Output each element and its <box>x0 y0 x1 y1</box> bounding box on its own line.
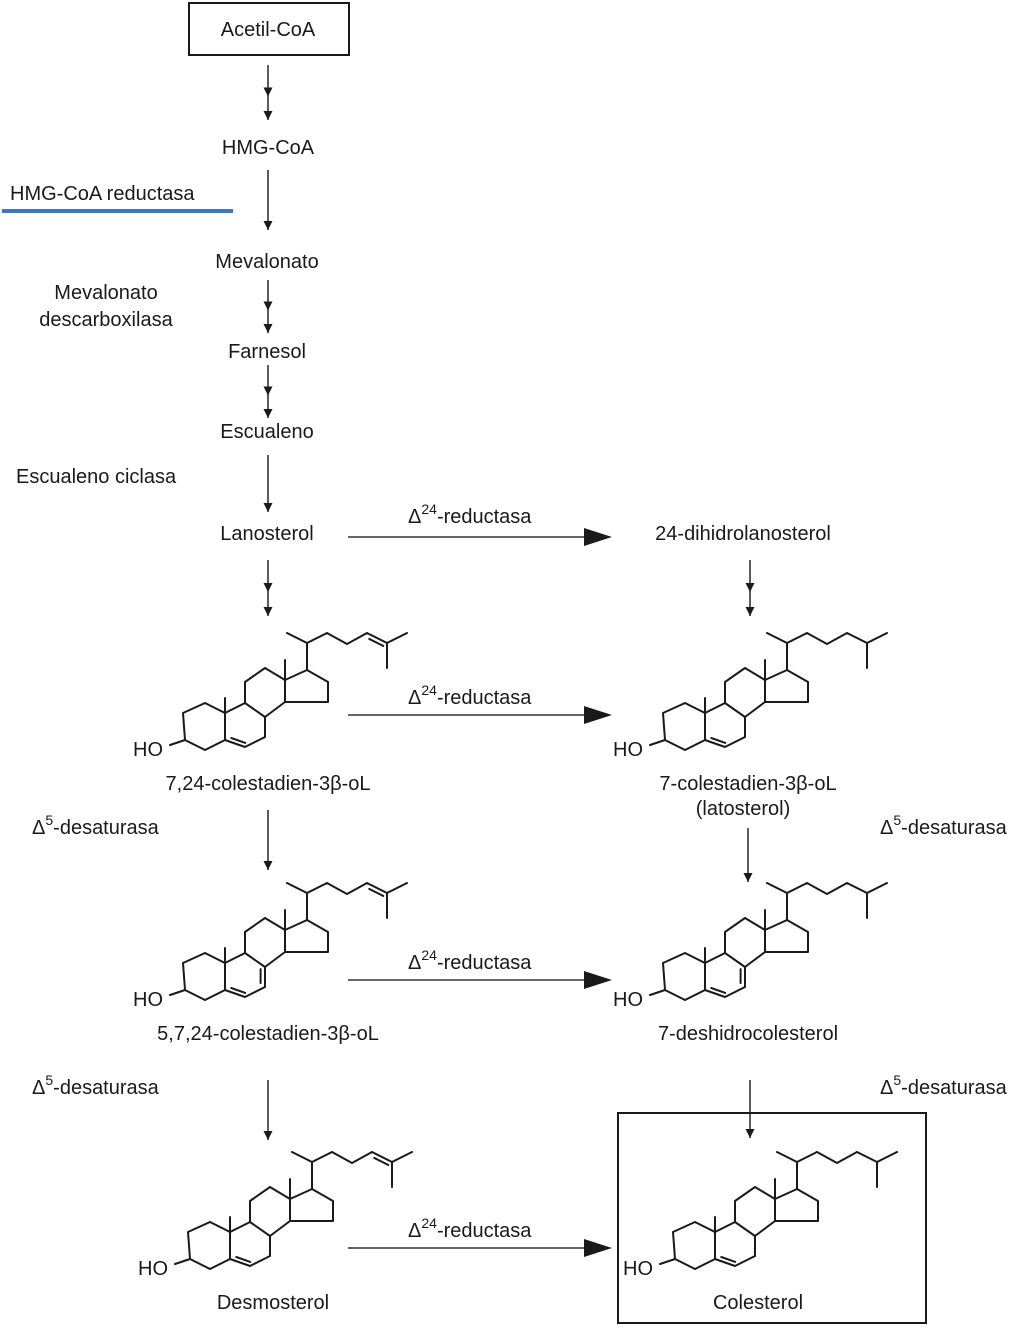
enzyme-labels: Δ24-reductasaΔ24-reductasaΔ24-reductasaΔ… <box>32 501 1008 1242</box>
structure-5: HO Desmosterol <box>138 1151 413 1314</box>
structure-name-alt: (latosterol) <box>696 798 790 820</box>
hydroxyl-label: HO <box>613 989 643 1011</box>
node-hmg-coa: HMG-CoA <box>222 137 315 159</box>
arrow-lanosterol-structure-head <box>263 583 273 592</box>
node-mevalonato: Mevalonato <box>215 251 318 273</box>
enzyme-mevalonato-descarboxilasa-line1: Mevalonato <box>54 282 157 304</box>
enzyme-d5-desaturasa-left-1: Δ5-desaturasa <box>32 812 160 839</box>
arrow-acetil-hmg-head <box>263 87 273 97</box>
arrow-dihidrolanosterol-structure-head <box>745 583 755 592</box>
enzyme-d24-reductasa-1: Δ24-reductasa <box>408 501 532 528</box>
node-acetil-coa: Acetil-CoA <box>221 19 316 41</box>
node-24-dihidrolanosterol: 24-dihidrolanosterol <box>655 523 831 545</box>
steroid-skeleton <box>649 632 888 751</box>
steroid-skeleton <box>174 1151 413 1270</box>
arrow-mevalonato-farnesol-head <box>263 301 273 311</box>
node-farnesol: Farnesol <box>228 341 306 363</box>
structure-name: 7,24-colestadien-3β-oL <box>166 773 371 795</box>
arrows <box>263 65 755 1257</box>
structure-name: Colesterol <box>713 1292 803 1314</box>
hydroxyl-label: HO <box>613 739 643 761</box>
structure-name: 7-deshidrocolesterol <box>658 1023 838 1045</box>
enzyme-hmg-coa-reductasa: HMG-CoA reductasa <box>10 183 195 205</box>
structure-6: HO Colesterol <box>623 1151 898 1314</box>
colesterol-box <box>617 1112 927 1324</box>
hydroxyl-label: HO <box>138 1258 168 1280</box>
hydroxyl-label: HO <box>133 739 163 761</box>
hydroxyl-label: HO <box>623 1258 653 1280</box>
enzyme-d24-reductasa-2: Δ24-reductasa <box>408 682 532 709</box>
arrow-d24-reductasa-2-head <box>584 706 612 724</box>
structure-name: Desmosterol <box>217 1292 329 1314</box>
steroid-skeleton <box>169 882 408 1001</box>
enzyme-escualeno-ciclasa: Escualeno ciclasa <box>16 466 177 488</box>
steroid-skeleton <box>169 632 408 751</box>
structure-3: HO 5,7,24-colestadien-3β-oL <box>133 882 408 1045</box>
node-lanosterol: Lanosterol <box>220 523 313 545</box>
enzyme-d5-desaturasa-right-2: Δ5-desaturasa <box>880 1072 1008 1099</box>
structure-1: HO7,24-colestadien-3β-oL <box>133 632 408 795</box>
steroid-skeleton <box>649 882 888 1001</box>
enzyme-d24-reductasa-4: Δ24-reductasa <box>408 1215 532 1242</box>
structure-name: 7-colestadien-3β-oL <box>659 773 836 795</box>
arrow-d24-reductasa-3-head <box>584 971 612 989</box>
node-escualeno: Escualeno <box>220 421 313 443</box>
structures: HO7,24-colestadien-3β-oLHO7-colestadien-… <box>133 632 898 1314</box>
arrow-d24-reductasa-4-head <box>584 1239 612 1257</box>
enzyme-mevalonato-descarboxilasa-line2: descarboxilasa <box>39 309 173 331</box>
acetil-coa-box <box>188 2 350 56</box>
enzyme-d5-desaturasa-left-2: Δ5-desaturasa <box>32 1072 160 1099</box>
steroid-skeleton <box>659 1151 898 1270</box>
structure-4: HO 7-deshidrocolesterol <box>613 882 888 1045</box>
enzyme-d5-desaturasa-right-1: Δ5-desaturasa <box>880 812 1008 839</box>
enzyme-d24-reductasa-3: Δ24-reductasa <box>408 947 532 974</box>
arrow-farnesol-escualeno-head <box>263 386 273 396</box>
structure-name: 5,7,24-colestadien-3β-oL <box>157 1023 379 1045</box>
hydroxyl-label: HO <box>133 989 163 1011</box>
structure-2: HO 7-colestadien-3β-oL (latosterol) <box>613 632 888 820</box>
arrow-d24-reductasa-1-head <box>584 528 612 546</box>
